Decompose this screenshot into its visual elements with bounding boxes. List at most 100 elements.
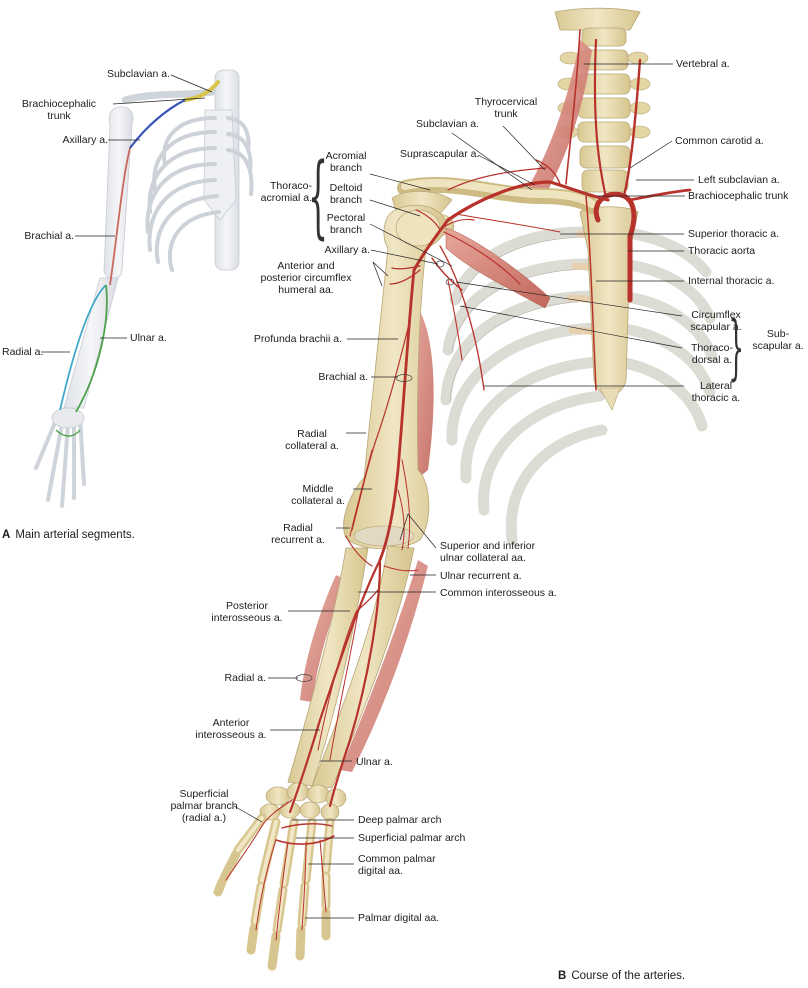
label-common-interosseous: Common interosseous a. (440, 587, 557, 599)
label-circumflex-scapular: Circumflex scapular a. (684, 309, 748, 333)
caption-panel-a: A Main arterial segments. (2, 528, 135, 542)
caption-b-text: Course of the arteries. (571, 970, 686, 982)
label-ulnar: Ulnar a. (356, 756, 393, 768)
label-internal-thoracic: Internal thoracic a. (688, 275, 775, 287)
label-thoracodorsal: Thoraco- dorsal a. (684, 342, 740, 366)
caption-b-letter: B (558, 970, 567, 982)
pectoralis-minor (445, 227, 551, 309)
label-circumflex-humeral-line2: posterior circumflex (260, 272, 352, 284)
label-thyrocervical-line2: trunk (494, 108, 518, 120)
label-pectoral-line2: branch (329, 224, 363, 236)
label-a-subclavian: Subclavian a. (106, 68, 170, 80)
label-a-brachiocephalic-line2: trunk (47, 110, 71, 122)
label-a-radial: Radial a. (2, 346, 44, 358)
label-superficial-palmar-branch-line1: Superficial (179, 788, 229, 800)
label-ulnar-recurrent: Ulnar recurrent a. (440, 570, 522, 582)
label-common-palmar-digital: Common palmar digital aa. (358, 853, 436, 877)
label-pectoral-branch: Pectoral branch (318, 212, 374, 236)
label-circumflex-scapular-line2: scapular a. (690, 321, 742, 333)
ribs-ghost (145, 116, 254, 272)
segment-ulnar (75, 284, 108, 413)
segment-brachial (109, 147, 131, 286)
label-radial-collateral-line1: Radial (297, 428, 327, 440)
humerus-condyle-cartilage (353, 525, 415, 547)
label-circumflex-humeral-line3: humeral aa. (278, 284, 334, 296)
label-profunda-brachii: Profunda brachii a. (253, 333, 342, 345)
leaders-panel-b (233, 63, 694, 919)
label-superficial-palmar-arch: Superficial palmar arch (358, 832, 466, 844)
label-a-brachial: Brachial a. (24, 230, 74, 242)
label-palmar-digital: Palmar digital aa. (358, 912, 440, 924)
label-radial-recurrent: Radial recurrent a. (262, 522, 334, 546)
label-subscapular: Sub- scapular a. (748, 328, 808, 352)
label-radial-recurrent-line1: Radial (283, 522, 313, 534)
ulna (311, 545, 415, 789)
vessel-markers (295, 260, 455, 682)
label-radial: Radial a. (224, 672, 266, 684)
clavicle-highlight (401, 179, 596, 208)
label-posterior-interosseous: Posterior interosseous a. (206, 600, 288, 624)
segment-axillary (129, 99, 186, 149)
label-thoraco-acromial-line2: acromial a. (260, 192, 312, 204)
label-deltoid-line1: Deltoid (329, 182, 363, 194)
label-lateral-thoracic-line2: thoracic a. (691, 392, 741, 404)
caption-a-text: Main arterial segments. (15, 529, 135, 541)
label-left-subclavian: Left subclavian a. (698, 174, 780, 186)
sternum-shape (203, 109, 237, 221)
label-deltoid-line2: branch (329, 194, 363, 206)
label-superior-thoracic: Superior thoracic a. (688, 228, 780, 240)
forearm-ghost (63, 277, 119, 409)
label-acromial-line1: Acromial (325, 150, 367, 162)
label-ulnar-collateral-line1: Superior and inferior (440, 540, 536, 552)
label-superficial-palmar-branch-line3: (radial a.) (181, 812, 227, 824)
label-thyrocervical-line1: Thyrocervical (474, 96, 538, 108)
label-middle-collateral-line1: Middle (302, 483, 334, 495)
label-lateral-thoracic-line1: Lateral (699, 380, 733, 392)
label-thoracic-aorta: Thoracic aorta (688, 245, 756, 257)
label-thoracodorsal-line1: Thoraco- (690, 342, 733, 354)
label-thoraco-acromial: Thoraco- acromial a. (261, 180, 312, 204)
caption-panel-b: B Course of the arteries. (558, 969, 685, 983)
humeral-head (395, 209, 441, 247)
hand-bones (213, 813, 335, 971)
label-common-palmar-digital-line2: digital aa. (358, 865, 403, 877)
label-thyrocervical: Thyrocervical trunk (466, 96, 546, 120)
panel-a-illustration (34, 69, 254, 508)
label-a-ulnar: Ulnar a. (130, 332, 167, 344)
label-pectoral-line1: Pectoral (326, 212, 366, 224)
label-superficial-palmar-branch-line2: palmar branch (170, 800, 238, 812)
caption-a-letter: A (2, 529, 11, 541)
label-circumflex-scapular-line1: Circumflex (691, 309, 741, 321)
carpus-ghost (51, 407, 85, 429)
label-vertebral: Vertebral a. (676, 58, 730, 70)
label-acromial-branch: Acromial branch (318, 150, 374, 174)
label-suprascapular: Suprascapular a. (400, 148, 480, 160)
palmar-arch-a (55, 429, 81, 437)
xiphoid (599, 387, 621, 411)
segment-radial (59, 284, 107, 411)
label-brachial: Brachial a. (318, 371, 368, 383)
label-anterior-interosseous-line1: Anterior (212, 717, 250, 729)
label-circumflex-humeral: Anterior and posterior circumflex humera… (238, 260, 374, 296)
label-radial-recurrent-line2: recurrent a. (271, 534, 325, 546)
brace-thoraco-acromial: { (308, 144, 329, 249)
label-posterior-interosseous-line2: interosseous a. (211, 612, 283, 624)
panel-b-illustration (213, 7, 718, 971)
label-deep-palmar-arch: Deep palmar arch (358, 814, 442, 826)
label-middle-collateral: Middle collateral a. (282, 483, 354, 507)
label-lateral-thoracic: Lateral thoracic a. (686, 380, 746, 404)
label-radial-collateral-line2: collateral a. (285, 440, 339, 452)
label-radial-collateral: Radial collateral a. (276, 428, 348, 452)
leaders-panel-a (41, 74, 213, 353)
label-common-carotid: Common carotid a. (675, 135, 764, 147)
label-common-palmar-digital-line1: Common palmar (358, 853, 436, 865)
label-ulnar-collateral-line2: ulnar collateral aa. (440, 552, 526, 564)
label-axillary: Axillary a. (324, 244, 370, 256)
label-deltoid-branch: Deltoid branch (318, 182, 374, 206)
label-ulnar-collateral: Superior and inferior ulnar collateral a… (440, 540, 535, 564)
label-brachiocephalic-trunk: Brachiocephalic trunk (688, 190, 789, 202)
label-middle-collateral-line2: collateral a. (291, 495, 345, 507)
label-subscapular-line1: Sub- (766, 328, 790, 340)
